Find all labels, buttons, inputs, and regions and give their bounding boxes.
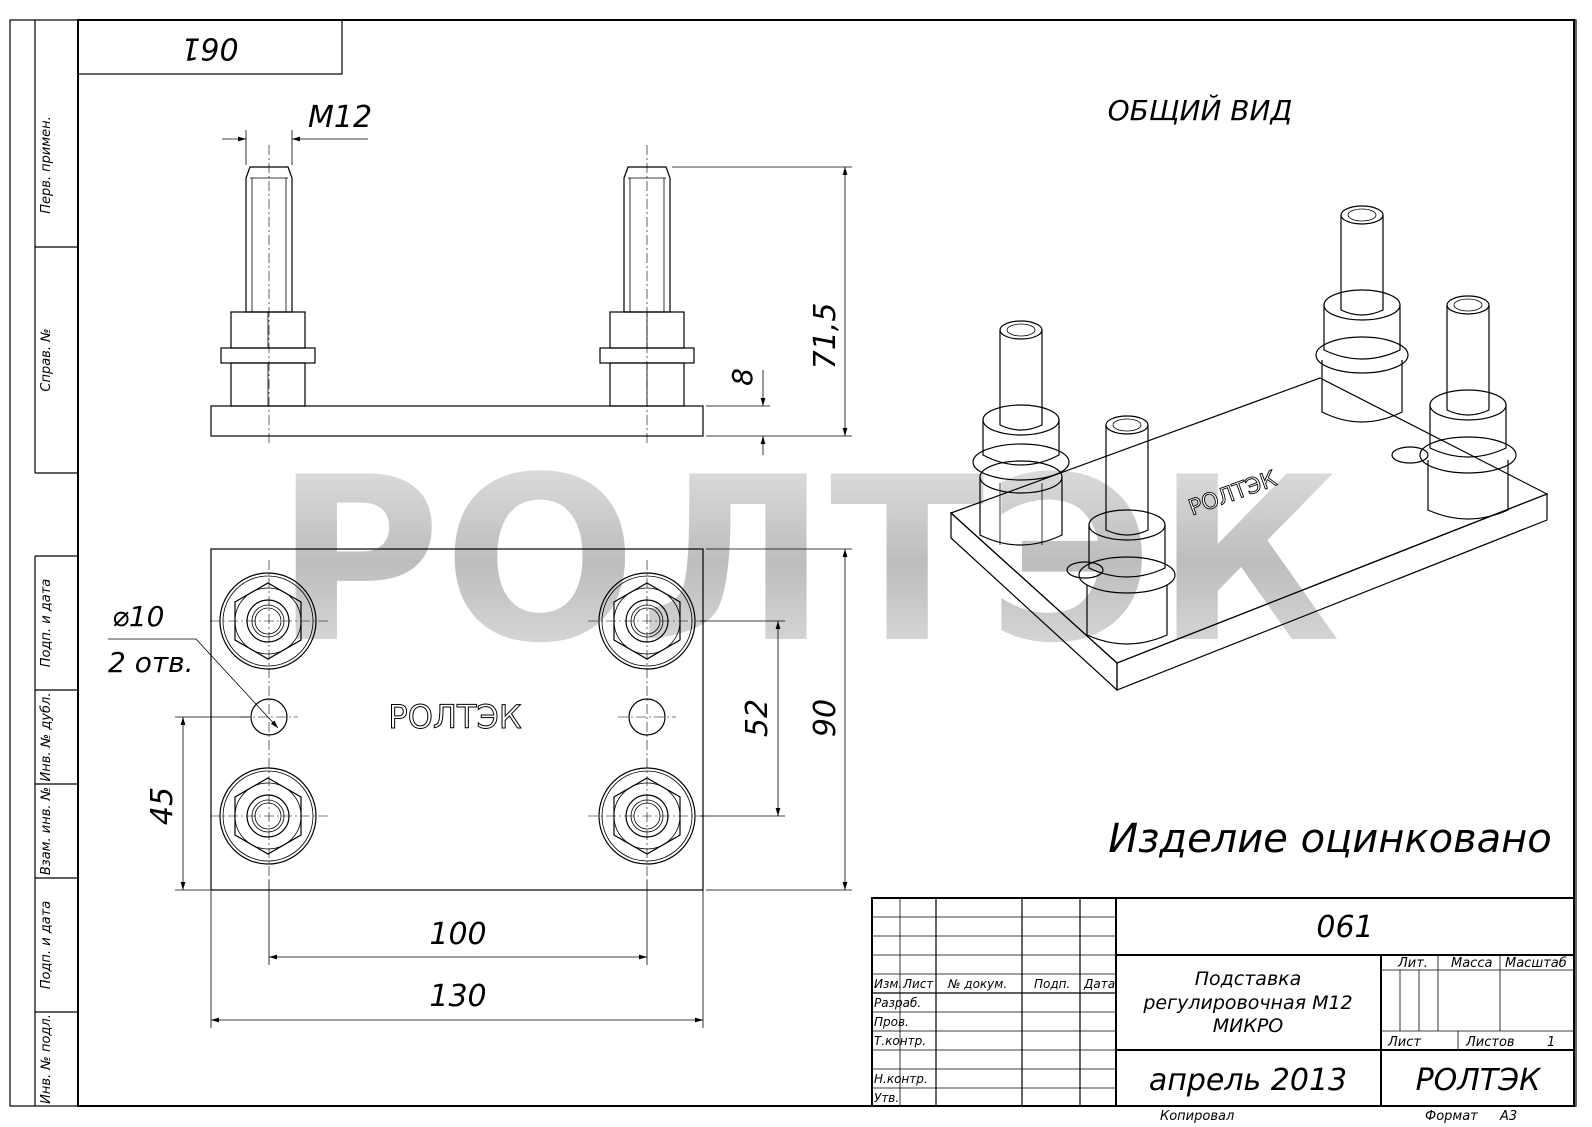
tb-company: РОЛТЭК xyxy=(1416,1063,1543,1098)
dim-bolt-spacing-h: 100 xyxy=(429,917,486,952)
dim-hole-dia: ⌀10 xyxy=(112,600,165,633)
dim-plate-width: 130 xyxy=(429,979,486,1014)
tb-row-razrab: Разраб. xyxy=(874,996,921,1010)
dim-hole-count: 2 отв. xyxy=(108,646,194,679)
tb-listov-value: 1 xyxy=(1547,1035,1555,1050)
tb-name-line1: Подставка xyxy=(1195,968,1302,990)
side-stamp: Перв. примен. Справ. № Подп. и дата Инв.… xyxy=(34,20,78,1106)
dim-hole-offset: 45 xyxy=(145,787,180,825)
front-bolt-right xyxy=(599,145,695,445)
dim-plate-height: 90 xyxy=(808,699,843,737)
plate-mark: РОЛТЭК xyxy=(388,698,521,736)
front-view: М12 71,5 8 xyxy=(210,100,852,455)
tb-col-podp: Подп. xyxy=(1034,977,1070,991)
tb-kopiroval: Копировал xyxy=(1160,1109,1234,1124)
top-view: РОЛТЭК ⌀10 2 отв. 45 52 90 100 130 xyxy=(108,548,852,1028)
note-galvanized: Изделие оцинковано xyxy=(1108,816,1552,862)
tb-col-data: Дата xyxy=(1083,977,1115,991)
tb-doc-code: 061 xyxy=(1316,910,1373,945)
title-block: Изм. Лист № докум. Подп. Дата Разраб. Пр… xyxy=(871,897,1575,1107)
watermark-logo: РОЛТЭК xyxy=(274,428,1343,695)
iso-bolt-b xyxy=(1315,205,1409,423)
label-perv-primen: Перв. примен. xyxy=(39,116,54,214)
tb-format-label: Формат xyxy=(1425,1109,1478,1124)
front-bolt-left xyxy=(220,145,316,445)
dim-thread: М12 xyxy=(308,100,372,135)
tb-name-line2: регулировочная М12 xyxy=(1142,992,1352,1014)
iso-bolt-d xyxy=(1078,415,1176,645)
dim-height-total: 71,5 xyxy=(808,303,843,370)
tb-format-value: А3 xyxy=(1499,1109,1517,1124)
code-box-text: 061 xyxy=(181,31,238,66)
view-title: ОБЩИЙ ВИД xyxy=(1108,93,1293,127)
label-inv-dubl: Инв. № дубл. xyxy=(39,693,54,782)
iso-bolt-c xyxy=(1419,295,1517,520)
label-sprav-no: Справ. № xyxy=(39,328,54,391)
label-podp-data-2: Подп. и дата xyxy=(39,901,54,990)
iso-bolt-a xyxy=(972,320,1070,546)
tb-date: апрель 2013 xyxy=(1149,1063,1347,1098)
code-box xyxy=(77,19,343,75)
tb-row-nkontr: Н.контр. xyxy=(874,1072,928,1086)
tb-name-line3: МИКРО xyxy=(1213,1015,1284,1037)
label-podp-data-1: Подп. и дата xyxy=(39,579,54,668)
tb-col-izm: Изм. xyxy=(874,977,902,991)
label-vzam-inv: Взам. инв. № xyxy=(39,787,54,875)
dim-bolt-spacing-v: 52 xyxy=(740,699,775,737)
tb-row-prov: Пров. xyxy=(874,1015,909,1029)
label-inv-podl: Инв. № подл. xyxy=(39,1014,54,1104)
tb-col-list: Лист xyxy=(902,977,934,991)
tb-row-utv: Утв. xyxy=(874,1091,899,1105)
tb-row-tkontr: Т.контр. xyxy=(874,1034,926,1048)
tb-lit: Лит. xyxy=(1397,956,1428,971)
tb-listov: Листов xyxy=(1465,1035,1515,1050)
inner-frame xyxy=(77,19,1575,1107)
tb-list: Лист xyxy=(1387,1035,1421,1050)
tb-massa: Масса xyxy=(1451,956,1492,971)
tb-col-dokum: № докум. xyxy=(947,977,1007,991)
tb-masshtab: Масштаб xyxy=(1505,956,1567,971)
dim-plate-thickness: 8 xyxy=(726,368,759,386)
